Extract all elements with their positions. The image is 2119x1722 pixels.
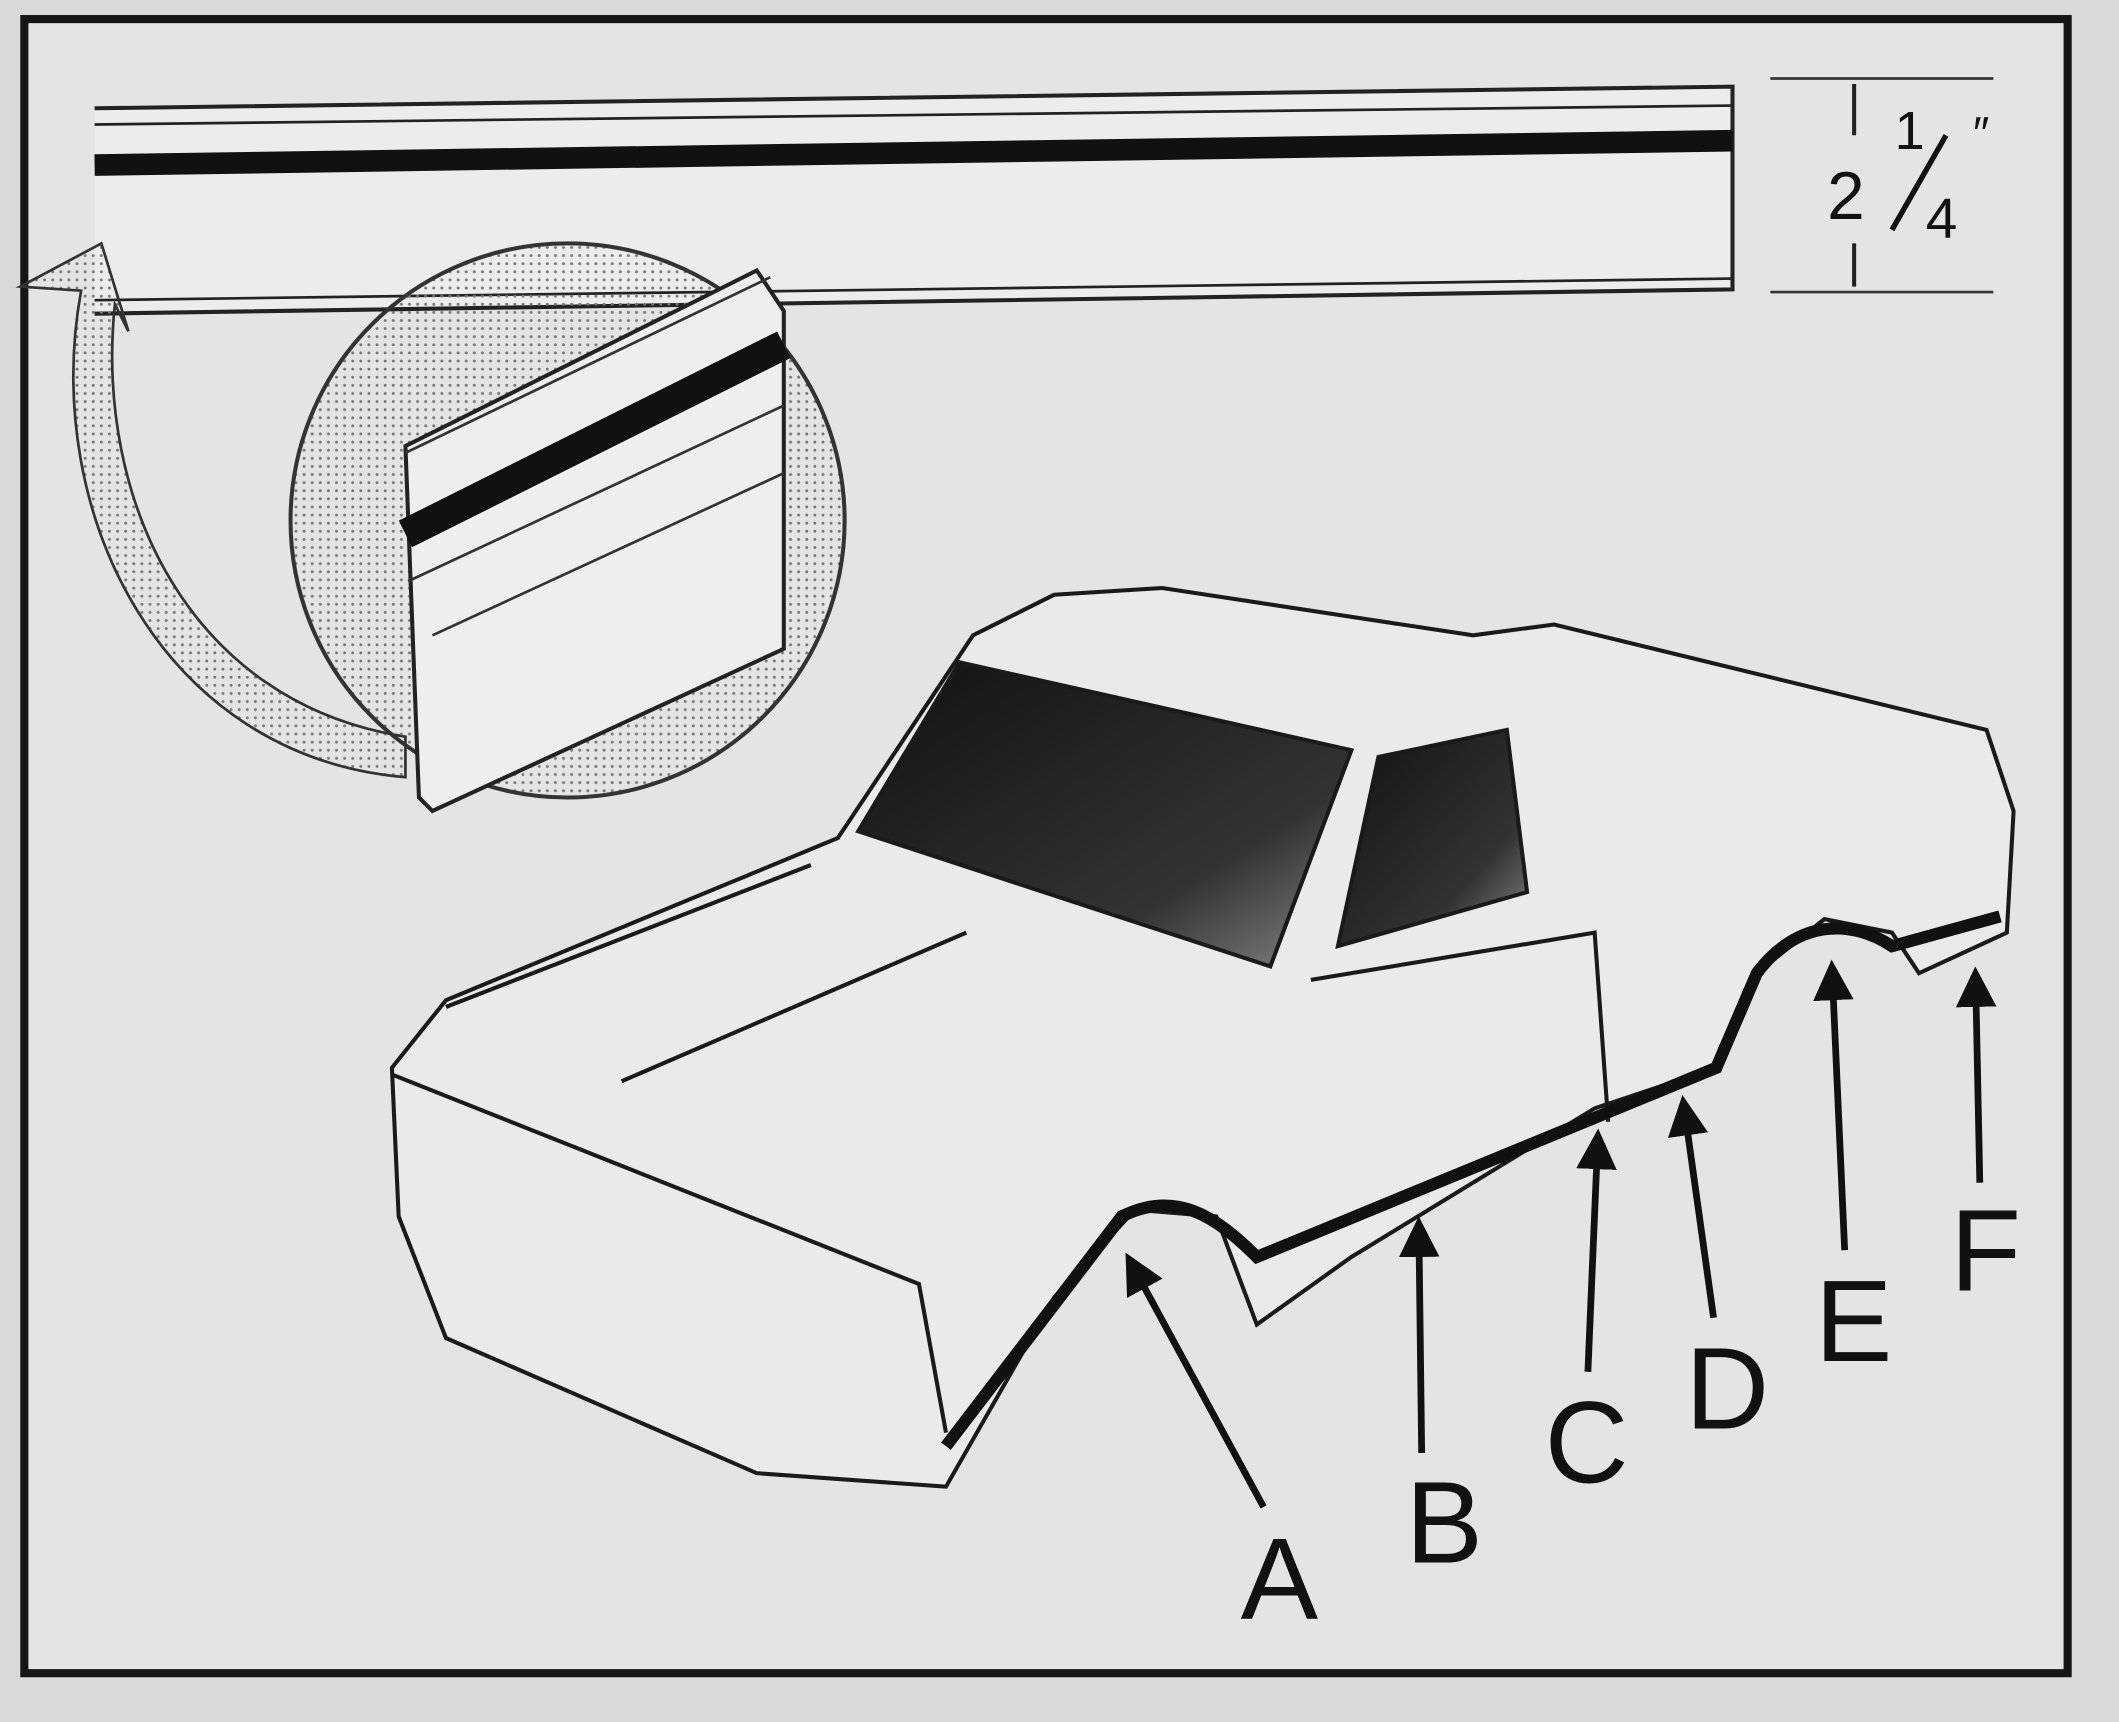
label-a: A — [1241, 1514, 1319, 1644]
arrow-b — [1398, 1216, 1440, 1453]
label-b: B — [1405, 1457, 1483, 1587]
magnified-detail — [288, 241, 847, 814]
dimension-inch-mark: ″ — [1973, 107, 1989, 159]
dimension-whole: 2 — [1827, 159, 1865, 234]
pickup-truck — [389, 585, 2016, 1489]
dimension-annotation: 2 1 4 ″ — [1770, 77, 1994, 294]
label-e: E — [1815, 1256, 1893, 1386]
label-f: F — [1950, 1186, 2021, 1316]
arrow-a — [1125, 1252, 1267, 1509]
arrow-f — [1955, 966, 1997, 1183]
pointer-arrows — [1125, 959, 1997, 1509]
dimension-numerator: 1 — [1895, 101, 1925, 161]
label-c: C — [1545, 1378, 1629, 1508]
molding-strip — [94, 84, 1735, 316]
curved-arrow-icon — [15, 241, 407, 779]
dimension-denominator: 4 — [1926, 188, 1958, 251]
arrow-e — [1813, 959, 1854, 1251]
label-d: D — [1685, 1324, 1769, 1454]
arrow-d — [1667, 1094, 1717, 1319]
arrow-c — [1576, 1128, 1617, 1372]
